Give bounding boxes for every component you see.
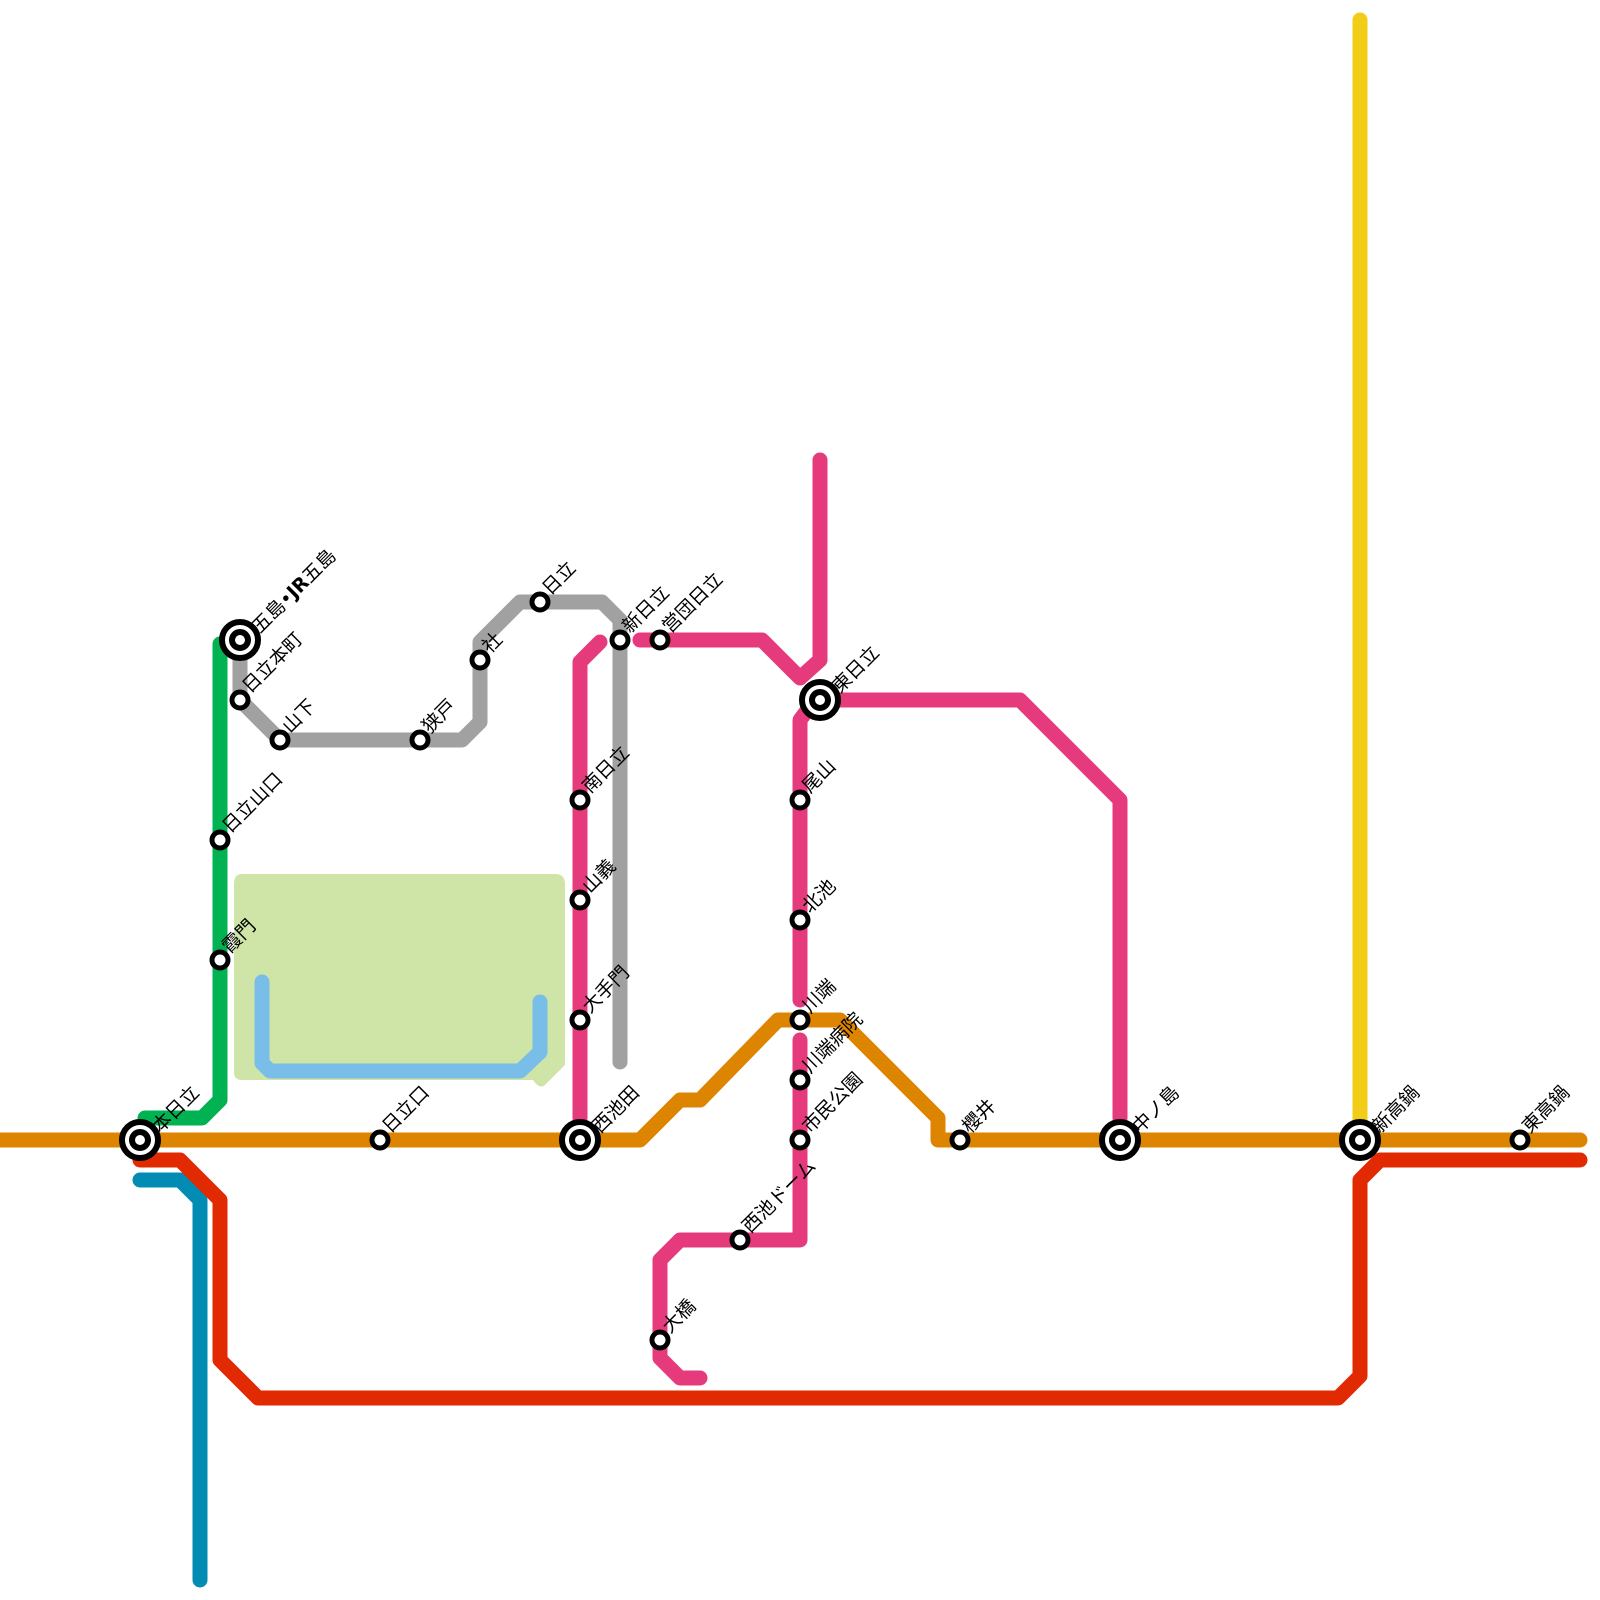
station-marker[interactable] bbox=[1509, 1129, 1531, 1151]
interchange-marker-inner bbox=[129, 1129, 151, 1151]
station-marker[interactable] bbox=[369, 1129, 391, 1151]
red-line bbox=[132, 1152, 1588, 1406]
station-marker[interactable] bbox=[269, 729, 291, 751]
station-marker[interactable] bbox=[469, 649, 491, 671]
interchange-marker-inner bbox=[1109, 1129, 1131, 1151]
pink-line-west bbox=[572, 634, 608, 1126]
station-marker[interactable] bbox=[789, 1069, 811, 1091]
station-marker[interactable] bbox=[789, 789, 811, 811]
station-marker[interactable] bbox=[409, 729, 431, 751]
pink-line-south bbox=[792, 704, 814, 1008]
station-marker[interactable] bbox=[789, 1129, 811, 1151]
station-marker[interactable] bbox=[789, 1009, 811, 1031]
station-marker[interactable] bbox=[209, 829, 231, 851]
station-label: 東高鍋 bbox=[1518, 1082, 1574, 1138]
station-label: 営団日立 bbox=[658, 568, 727, 637]
park-area bbox=[234, 874, 565, 1087]
station-marker[interactable] bbox=[649, 1329, 671, 1351]
station-marker[interactable] bbox=[209, 949, 231, 971]
station-marker[interactable] bbox=[569, 1009, 591, 1031]
station-marker[interactable] bbox=[729, 1229, 751, 1251]
station-marker[interactable] bbox=[949, 1129, 971, 1151]
interchange-marker-inner bbox=[229, 629, 251, 651]
station-label: 日立口 bbox=[378, 1082, 434, 1138]
station-label: 新高鍋 bbox=[1368, 1082, 1424, 1138]
station-marker[interactable] bbox=[229, 689, 251, 711]
station-marker[interactable] bbox=[789, 909, 811, 931]
station-marker[interactable] bbox=[649, 629, 671, 651]
station-marker[interactable] bbox=[569, 789, 591, 811]
station-label: 中ノ島 bbox=[1128, 1082, 1184, 1138]
gray-line bbox=[232, 594, 628, 1070]
teal-line bbox=[132, 1172, 208, 1588]
interchange-marker-inner bbox=[809, 689, 831, 711]
interchange-marker-inner bbox=[569, 1129, 591, 1151]
station-marker[interactable] bbox=[569, 889, 591, 911]
station-marker[interactable] bbox=[609, 629, 631, 651]
station-marker[interactable] bbox=[529, 591, 551, 613]
station-label: 東日立 bbox=[828, 642, 884, 698]
green-line bbox=[137, 636, 228, 1126]
pink-line-main bbox=[632, 452, 828, 686]
station-label: 西池田 bbox=[588, 1082, 644, 1138]
pink-line-branch bbox=[652, 1032, 808, 1386]
station-label: 西池ドーム bbox=[738, 1155, 820, 1237]
station-label: 日立山口 bbox=[218, 768, 287, 837]
station-label: 本日立 bbox=[148, 1082, 204, 1138]
interchange-marker-inner bbox=[1349, 1129, 1371, 1151]
orange-line bbox=[0, 1012, 1588, 1148]
light-blue-line bbox=[254, 974, 548, 1079]
station-label: 五島•JR五島 bbox=[248, 545, 341, 638]
pink-line-east bbox=[812, 692, 1128, 1126]
